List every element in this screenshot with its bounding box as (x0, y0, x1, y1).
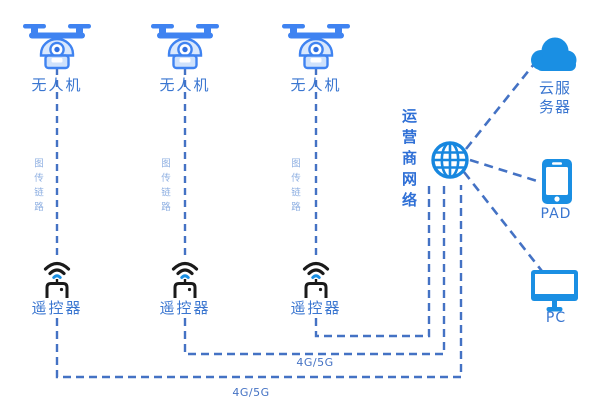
drone-icon-1 (21, 22, 93, 70)
drone-icon-2 (149, 22, 221, 70)
pad-icon (542, 159, 572, 204)
drone-label-1: 无人机 (31, 76, 83, 94)
remote-controller-icon-2 (171, 261, 199, 300)
video-link-label-2: 图传链路 (159, 158, 170, 216)
cellular-label-1: 4G/5G (296, 356, 334, 369)
cellular-label-2: 4G/5G (232, 386, 270, 399)
drone-label-3: 无人机 (290, 76, 342, 94)
drone-icon-3 (280, 22, 352, 70)
network-pad-link (469, 158, 538, 183)
video-link-label-3: 图传链路 (289, 158, 300, 216)
pc-icon (531, 270, 578, 312)
cloud-label: 云服务器 (539, 79, 572, 116)
cellular-route-2 (183, 185, 446, 356)
remote-controller-icon-3 (302, 261, 330, 300)
video-link-label-1: 图传链路 (32, 158, 43, 216)
network-cloud-link (464, 63, 536, 150)
controller-label-3: 遥控器 (290, 299, 342, 317)
remote-controller-icon-1 (43, 261, 71, 300)
globe-icon (431, 141, 469, 179)
pc-label: PC (545, 310, 567, 326)
network-label: 运营商网络 (400, 108, 418, 213)
cloud-icon (531, 37, 577, 71)
controller-label-1: 遥控器 (31, 299, 83, 317)
network-pc-link (462, 171, 551, 281)
controller-label-2: 遥控器 (159, 299, 211, 317)
drone-label-2: 无人机 (159, 76, 211, 94)
cellular-route-1 (55, 185, 463, 379)
pad-label: PAD (540, 206, 572, 222)
